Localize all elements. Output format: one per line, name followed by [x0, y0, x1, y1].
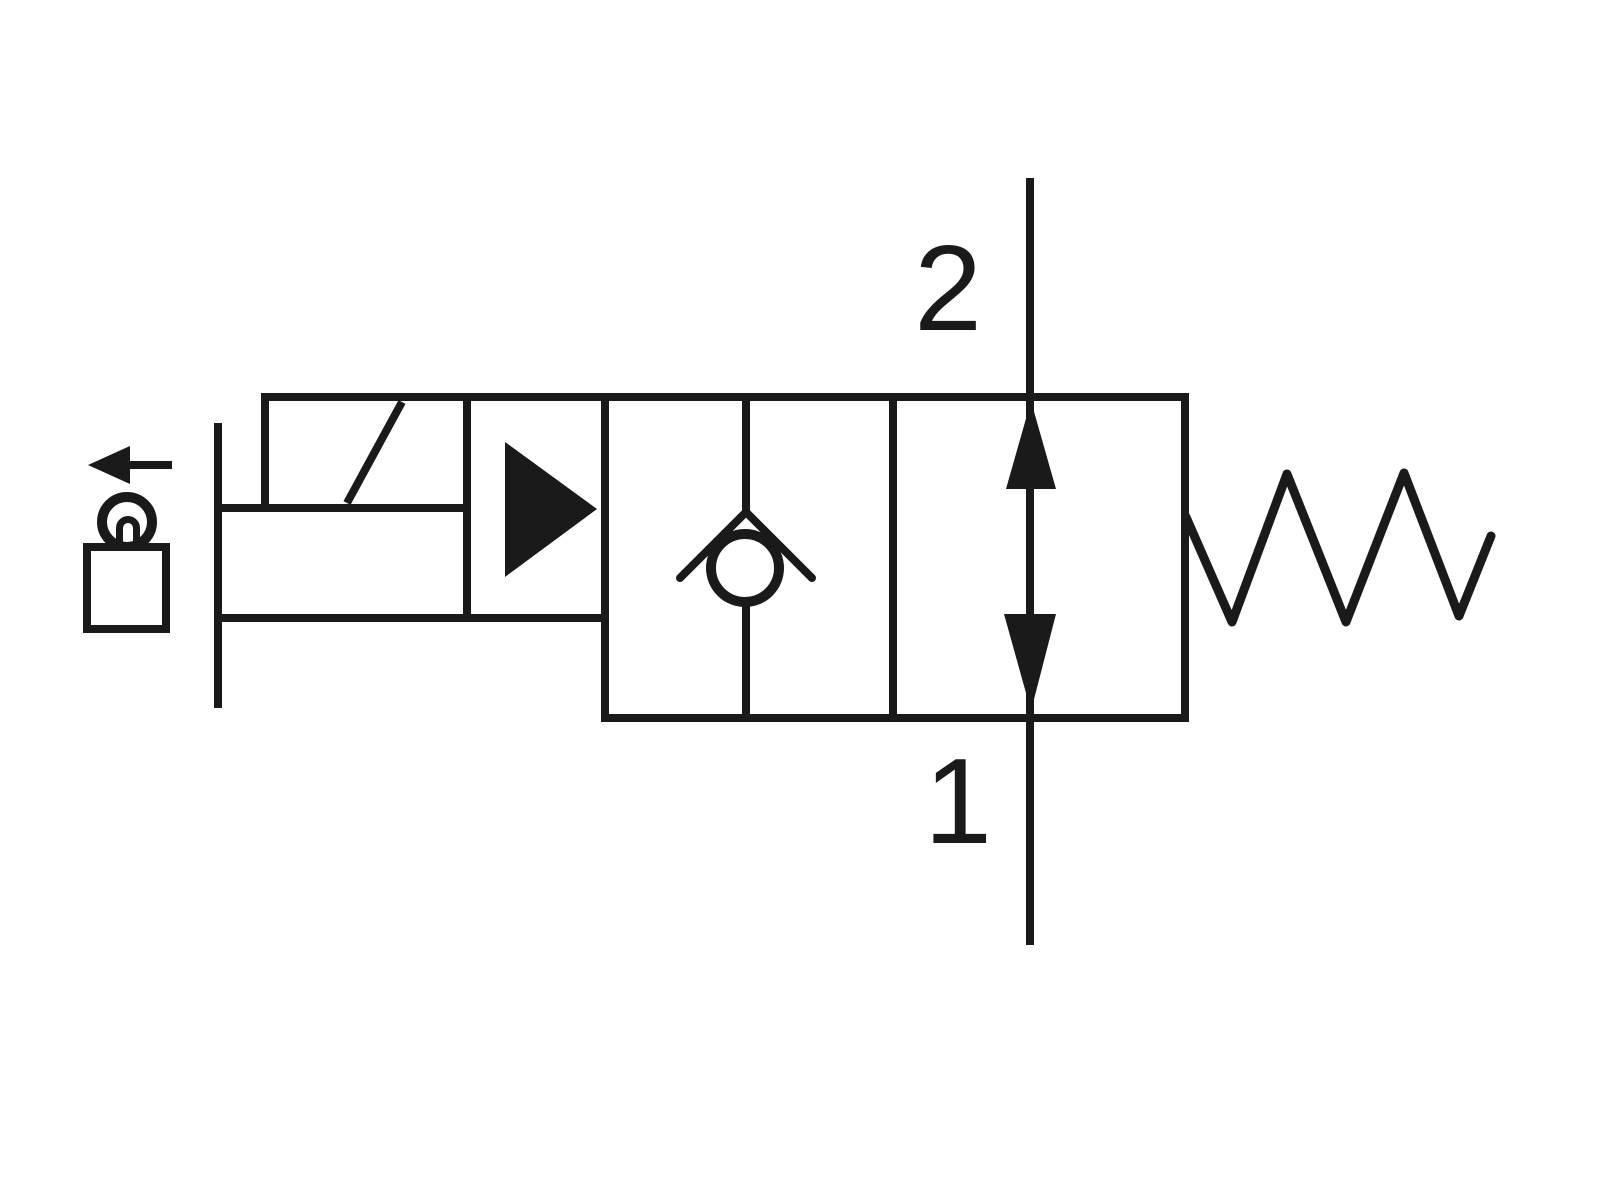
padlock-body: [83, 543, 170, 633]
return-spring: [1181, 468, 1496, 627]
schematic-fills: [88, 401, 1056, 711]
pilot-triangle: [505, 442, 597, 577]
flow-path-position-box: [889, 393, 1189, 722]
unlock-arrowhead: [88, 446, 130, 484]
check-valve-seat: [676, 506, 816, 582]
padlock-shackle-inner: [116, 516, 140, 551]
port-2-label: 2: [914, 220, 982, 356]
solenoid-coil-box: [261, 393, 471, 512]
port-1-label: 1: [924, 733, 992, 869]
armature-lower-box: [214, 504, 471, 622]
schematic-strokes: [83, 178, 1496, 945]
flow-arrowhead-down: [1004, 614, 1056, 711]
solenoid-diagonal: [343, 400, 406, 505]
check-valve-ball: [706, 529, 784, 607]
flow-arrowhead-up: [1006, 401, 1056, 489]
